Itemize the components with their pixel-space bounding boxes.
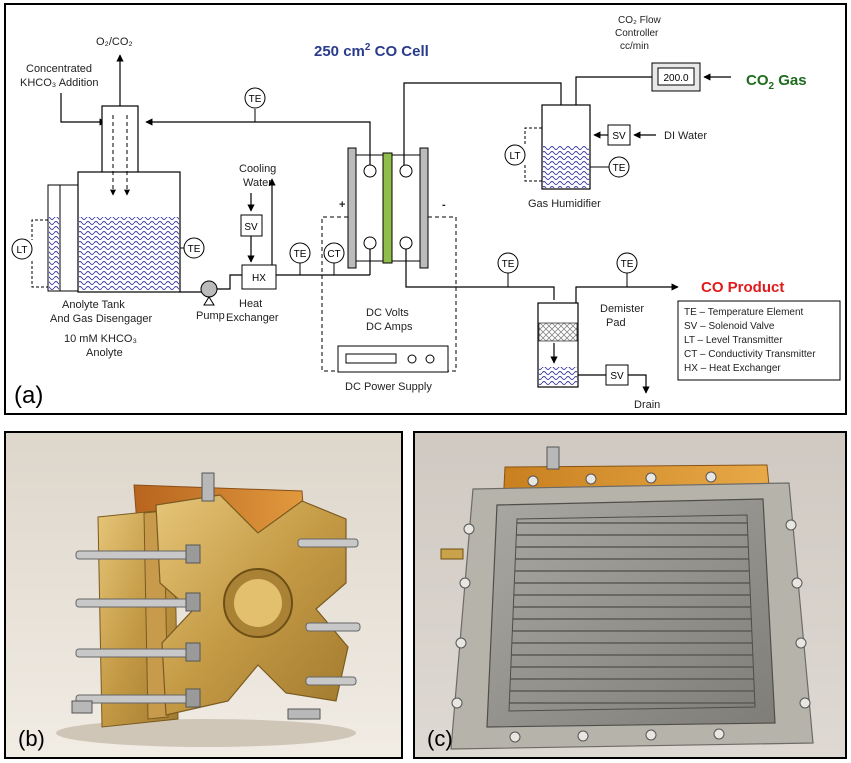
anolyte-tank <box>47 105 181 293</box>
cc-min-label: cc/min <box>620 41 649 52</box>
svg-text:CT: CT <box>327 249 340 260</box>
temperature-element-outlet <box>497 252 519 274</box>
dc-power-supply <box>337 345 449 373</box>
flow-field-photo-panel: (c) <box>413 431 847 759</box>
heat-label: Heat <box>239 298 262 310</box>
co2-flow-label: CO₂ Flow <box>618 15 662 26</box>
co2-gas-label: CO2 Gas <box>746 72 807 92</box>
svg-text:TE: TE <box>621 259 634 270</box>
legend-item: CT – Conductivity Transmitter <box>684 349 816 360</box>
gas-humidifier-label: Gas Humidifier <box>528 198 601 210</box>
dc-power-supply-label: DC Power Supply <box>345 381 432 393</box>
temperature-element-product <box>616 252 638 274</box>
dc-amps-label: DC Amps <box>366 321 413 333</box>
concentrated-label: Concentrated <box>26 63 92 75</box>
legend: TE – Temperature Element SV – Solenoid V… <box>677 300 841 381</box>
process-diagram-panel: 250 cm2 CO Cell O₂/CO₂ Concentrated KHCO… <box>4 3 847 415</box>
flow-field-plate-illustration: (c) <box>415 433 845 757</box>
temperature-element-tank <box>183 237 205 259</box>
process-diagram: 250 cm2 CO Cell O₂/CO₂ Concentrated KHCO… <box>11 15 841 411</box>
anode-plus: + <box>339 199 345 211</box>
svg-text:LT: LT <box>510 151 521 162</box>
exchanger-label: Exchanger <box>226 312 279 324</box>
anolyte-label: Anolyte <box>86 347 123 359</box>
pad-label: Pad <box>606 317 626 329</box>
demister-pad <box>537 302 579 388</box>
anolyte-tank-label: Anolyte Tank <box>62 299 125 311</box>
flow-value-display: 200.0 <box>663 73 688 84</box>
level-transmitter-humidifier <box>504 144 526 166</box>
svg-text:TE: TE <box>188 244 201 255</box>
khco3-addition-label: KHCO₃ Addition <box>20 77 98 89</box>
conductivity-transmitter <box>323 242 345 264</box>
gas-disengager-label: And Gas Disengager <box>50 313 152 325</box>
svg-text:TE: TE <box>613 163 626 174</box>
temperature-element-inlet <box>289 242 311 264</box>
brass-cell-illustration: (b) <box>6 433 401 757</box>
di-water-label: DI Water <box>664 130 707 142</box>
svg-text:TE: TE <box>502 259 515 270</box>
svg-text:TE: TE <box>294 249 307 260</box>
cooling-label: Cooling <box>239 163 276 175</box>
svg-text:HX: HX <box>252 273 266 284</box>
khco3-concentration-label: 10 mM KHCO₃ <box>64 333 137 345</box>
drain-label: Drain <box>634 399 660 411</box>
co-electrolysis-cell <box>347 147 429 269</box>
water-label: Water <box>243 177 272 189</box>
demister-label: Demister <box>600 303 644 315</box>
cathode-minus: - <box>442 199 446 211</box>
o2-co2-label: O₂/CO₂ <box>96 36 133 48</box>
level-transmitter-tank <box>11 238 33 260</box>
cell-photo-panel: (b) <box>4 431 403 759</box>
svg-text:LT: LT <box>17 245 28 256</box>
svg-text:SV: SV <box>244 222 258 233</box>
controller-label: Controller <box>615 28 659 39</box>
diagram-title: 250 cm2 CO Cell <box>314 42 429 60</box>
co-product-label: CO Product <box>701 279 784 296</box>
legend-item: HX – Heat Exchanger <box>684 363 781 374</box>
legend-item: TE – Temperature Element <box>684 307 804 318</box>
legend-item: SV – Solenoid Valve <box>684 321 775 332</box>
panel-a-tag: (a) <box>14 382 43 409</box>
legend-item: LT – Level Transmitter <box>684 335 783 346</box>
pump <box>200 280 218 306</box>
heat-exchanger <box>241 264 277 290</box>
svg-text:SV: SV <box>612 131 626 142</box>
pump-label: Pump <box>196 310 225 322</box>
temperature-element-humidifier <box>608 156 630 178</box>
svg-text:SV: SV <box>610 371 624 382</box>
panel-b-tag: (b) <box>18 726 45 751</box>
panel-c-tag: (c) <box>427 726 453 751</box>
dc-volts-label: DC Volts <box>366 307 409 319</box>
gas-humidifier <box>541 104 591 190</box>
svg-text:TE: TE <box>249 94 262 105</box>
temperature-element-return <box>244 87 266 109</box>
